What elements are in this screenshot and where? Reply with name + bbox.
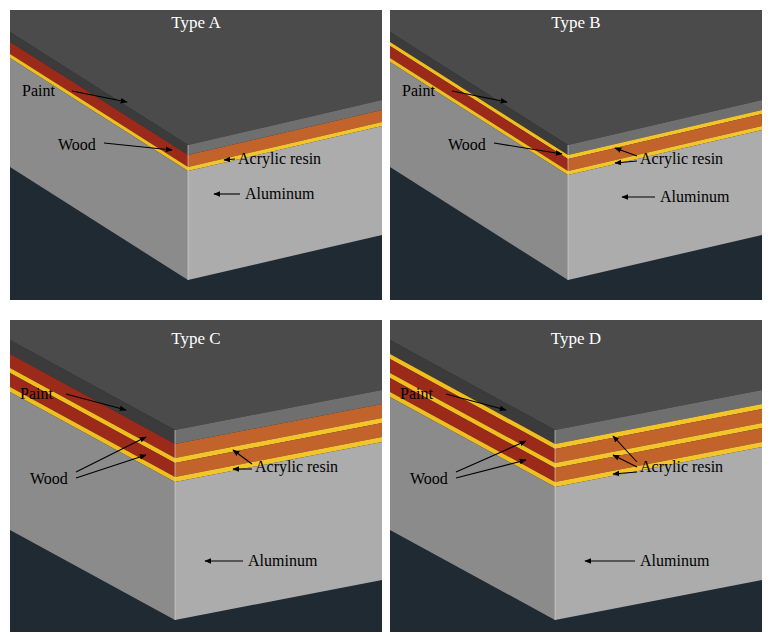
part-label: Wood bbox=[58, 136, 96, 154]
panel-title: Type D bbox=[551, 330, 601, 348]
panel-background bbox=[390, 320, 762, 632]
part-label: Acrylic resin bbox=[255, 458, 338, 476]
leader-arrow bbox=[615, 148, 637, 156]
leader-arrow bbox=[456, 441, 526, 472]
part-label: Aluminum bbox=[248, 552, 317, 570]
part-label: Acrylic resin bbox=[238, 150, 321, 168]
leader-arrow bbox=[622, 196, 655, 197]
left-face-layer bbox=[390, 62, 568, 280]
leader-arrow bbox=[76, 455, 146, 478]
leader-arrow bbox=[585, 560, 635, 561]
part-label: Wood bbox=[30, 470, 68, 488]
part-label: Wood bbox=[448, 136, 486, 154]
panel-group bbox=[10, 10, 762, 632]
left-face-layer bbox=[10, 58, 188, 280]
leader-arrow bbox=[494, 143, 562, 154]
part-label: Aluminum bbox=[660, 188, 729, 206]
leader-arrow bbox=[233, 450, 252, 464]
leader-arrow bbox=[613, 455, 637, 467]
leader-arrow bbox=[613, 436, 637, 462]
right-face-layer bbox=[188, 126, 382, 280]
part-label: Paint bbox=[20, 385, 53, 403]
leader-arrow bbox=[66, 394, 126, 410]
panel-title: Type A bbox=[171, 14, 220, 32]
part-label: Acrylic resin bbox=[640, 150, 723, 168]
leader-arrow bbox=[456, 460, 526, 478]
right-face-layer bbox=[175, 442, 382, 620]
corner-edge bbox=[555, 430, 556, 620]
part-label: Aluminum bbox=[640, 552, 709, 570]
leader-arrow bbox=[205, 560, 243, 561]
corner-edge bbox=[188, 145, 189, 280]
panel-title: Type B bbox=[551, 14, 600, 32]
part-label: Wood bbox=[410, 470, 448, 488]
leader-arrow bbox=[224, 159, 235, 160]
panel-background bbox=[390, 10, 762, 300]
leader-arrow bbox=[446, 394, 506, 410]
leader-arrow bbox=[613, 472, 637, 474]
part-label: Aluminum bbox=[245, 185, 314, 203]
panel-background bbox=[10, 320, 382, 632]
leader-group bbox=[66, 91, 655, 561]
leader-arrow bbox=[233, 468, 252, 469]
left-face-layer bbox=[390, 397, 555, 620]
leader-arrow bbox=[72, 91, 127, 102]
right-face-layer bbox=[555, 447, 762, 620]
panel-background bbox=[10, 10, 382, 300]
corner-edge bbox=[568, 145, 569, 280]
right-face-layer bbox=[568, 130, 762, 280]
part-label: Paint bbox=[400, 385, 433, 403]
corner-edge bbox=[175, 430, 176, 620]
leader-arrow bbox=[452, 91, 507, 102]
part-label: Paint bbox=[22, 82, 55, 100]
left-face-layer bbox=[10, 392, 175, 620]
leader-arrow bbox=[615, 161, 637, 163]
panel-title: Type C bbox=[171, 330, 220, 348]
part-label: Paint bbox=[402, 82, 435, 100]
leader-arrow bbox=[104, 143, 172, 150]
leader-arrow bbox=[214, 193, 240, 194]
part-label: Acrylic resin bbox=[640, 458, 723, 476]
